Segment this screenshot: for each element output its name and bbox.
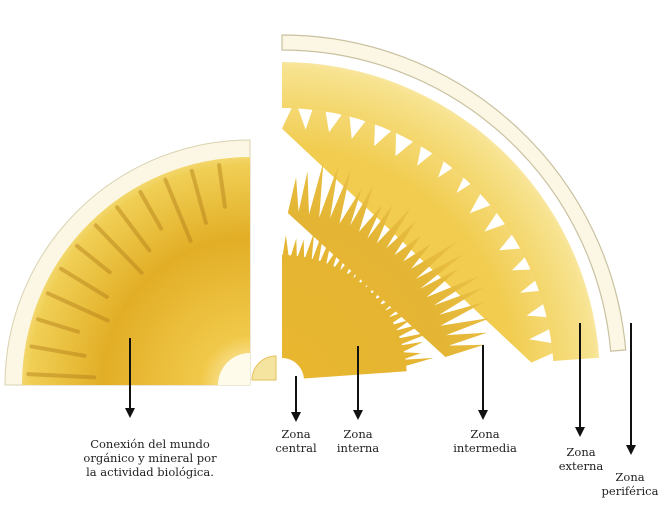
label-conexion-line-2: orgánico y mineral por bbox=[70, 451, 230, 465]
label-conexion: Conexión del mundo orgánico y mineral po… bbox=[70, 437, 230, 479]
label-zona-intermedia-line-2: intermedia bbox=[445, 441, 525, 455]
label-zona-intermedia: Zona intermedia bbox=[445, 427, 525, 455]
label-zona-periferica-line-1: Zona bbox=[600, 470, 660, 484]
label-zona-externa: Zona externa bbox=[555, 445, 607, 473]
label-conexion-line-1: Conexión del mundo bbox=[70, 437, 230, 451]
soil-quarter-right bbox=[252, 35, 626, 380]
soil-quarter-left bbox=[5, 140, 250, 385]
label-zona-central: Zona central bbox=[271, 427, 321, 455]
label-zona-central-line-1: Zona bbox=[271, 427, 321, 441]
label-conexion-line-3: la actividad biológica. bbox=[70, 465, 230, 479]
zona-central-core bbox=[252, 356, 276, 380]
label-zona-periferica-line-2: periférica bbox=[600, 484, 660, 498]
label-zona-interna: Zona interna bbox=[333, 427, 383, 455]
label-zona-interna-line-1: Zona bbox=[333, 427, 383, 441]
label-zona-periferica: Zona periférica bbox=[600, 470, 660, 498]
label-zona-central-line-2: central bbox=[271, 441, 321, 455]
label-zona-intermedia-line-1: Zona bbox=[445, 427, 525, 441]
label-zona-externa-line-1: Zona bbox=[555, 445, 607, 459]
label-zona-interna-line-2: interna bbox=[333, 441, 383, 455]
